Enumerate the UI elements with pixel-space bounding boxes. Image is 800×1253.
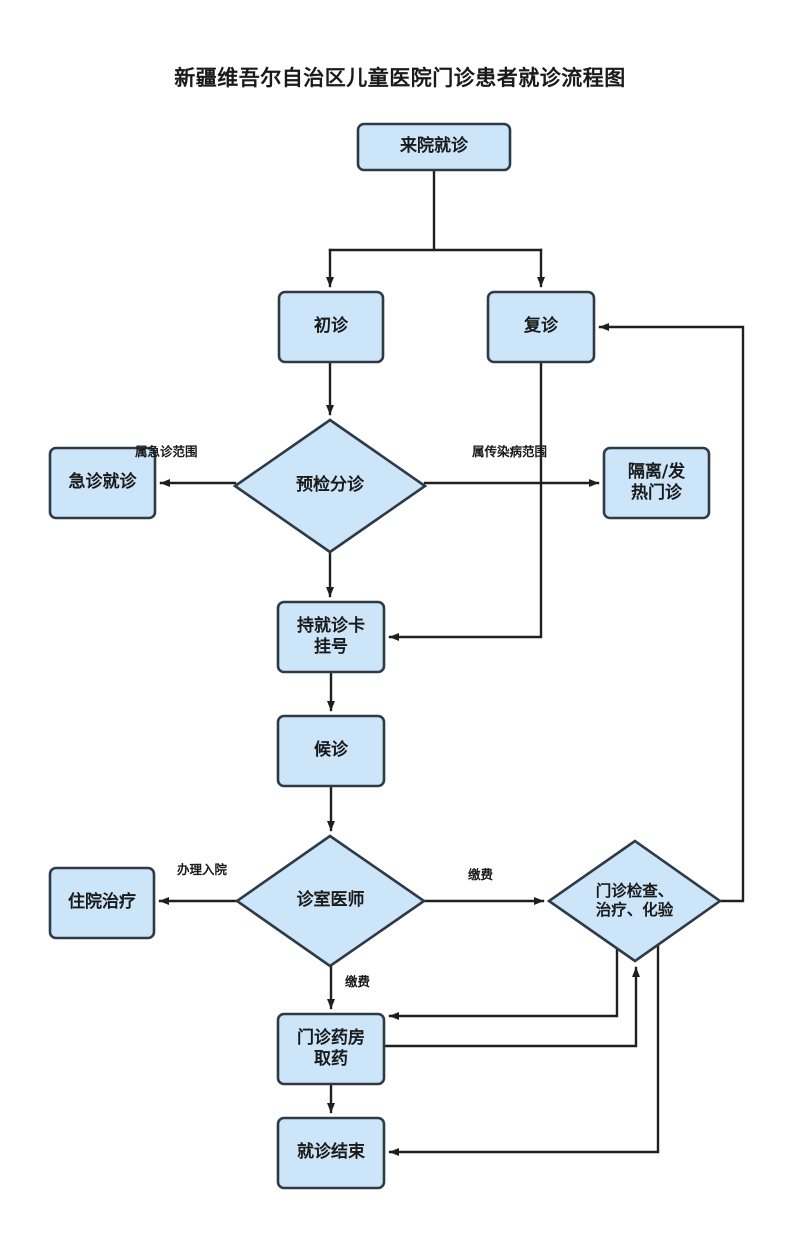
node-emergency[interactable] [48, 446, 157, 520]
node-waiting[interactable] [276, 714, 386, 788]
edge-exam-to-pharmacy [388, 945, 619, 1020]
node-arrive[interactable] [356, 122, 512, 172]
node-register[interactable] [276, 600, 386, 674]
page-title: 新疆维吾尔自治区儿童医院门诊患者就诊流程图 [174, 66, 626, 90]
node-triage[interactable] [232, 418, 428, 554]
node-first[interactable] [277, 290, 385, 364]
node-exam[interactable] [546, 839, 723, 963]
edge-pharmacy-to-exam [382, 966, 640, 1048]
edge-exam-to-revisit [598, 323, 745, 903]
edge-revisit-to-register [388, 360, 543, 641]
edge-arrive-split [328, 168, 543, 252]
node-inpatient[interactable] [48, 866, 156, 940]
node-revisit[interactable] [486, 290, 596, 364]
node-finish[interactable] [276, 1116, 386, 1190]
edge-exam-to-finish [388, 939, 660, 1156]
node-pharmacy[interactable] [276, 1012, 386, 1086]
flowchart-nodes-layer [48, 122, 723, 1190]
node-isolation[interactable] [602, 446, 711, 520]
node-doctor[interactable] [234, 834, 427, 968]
